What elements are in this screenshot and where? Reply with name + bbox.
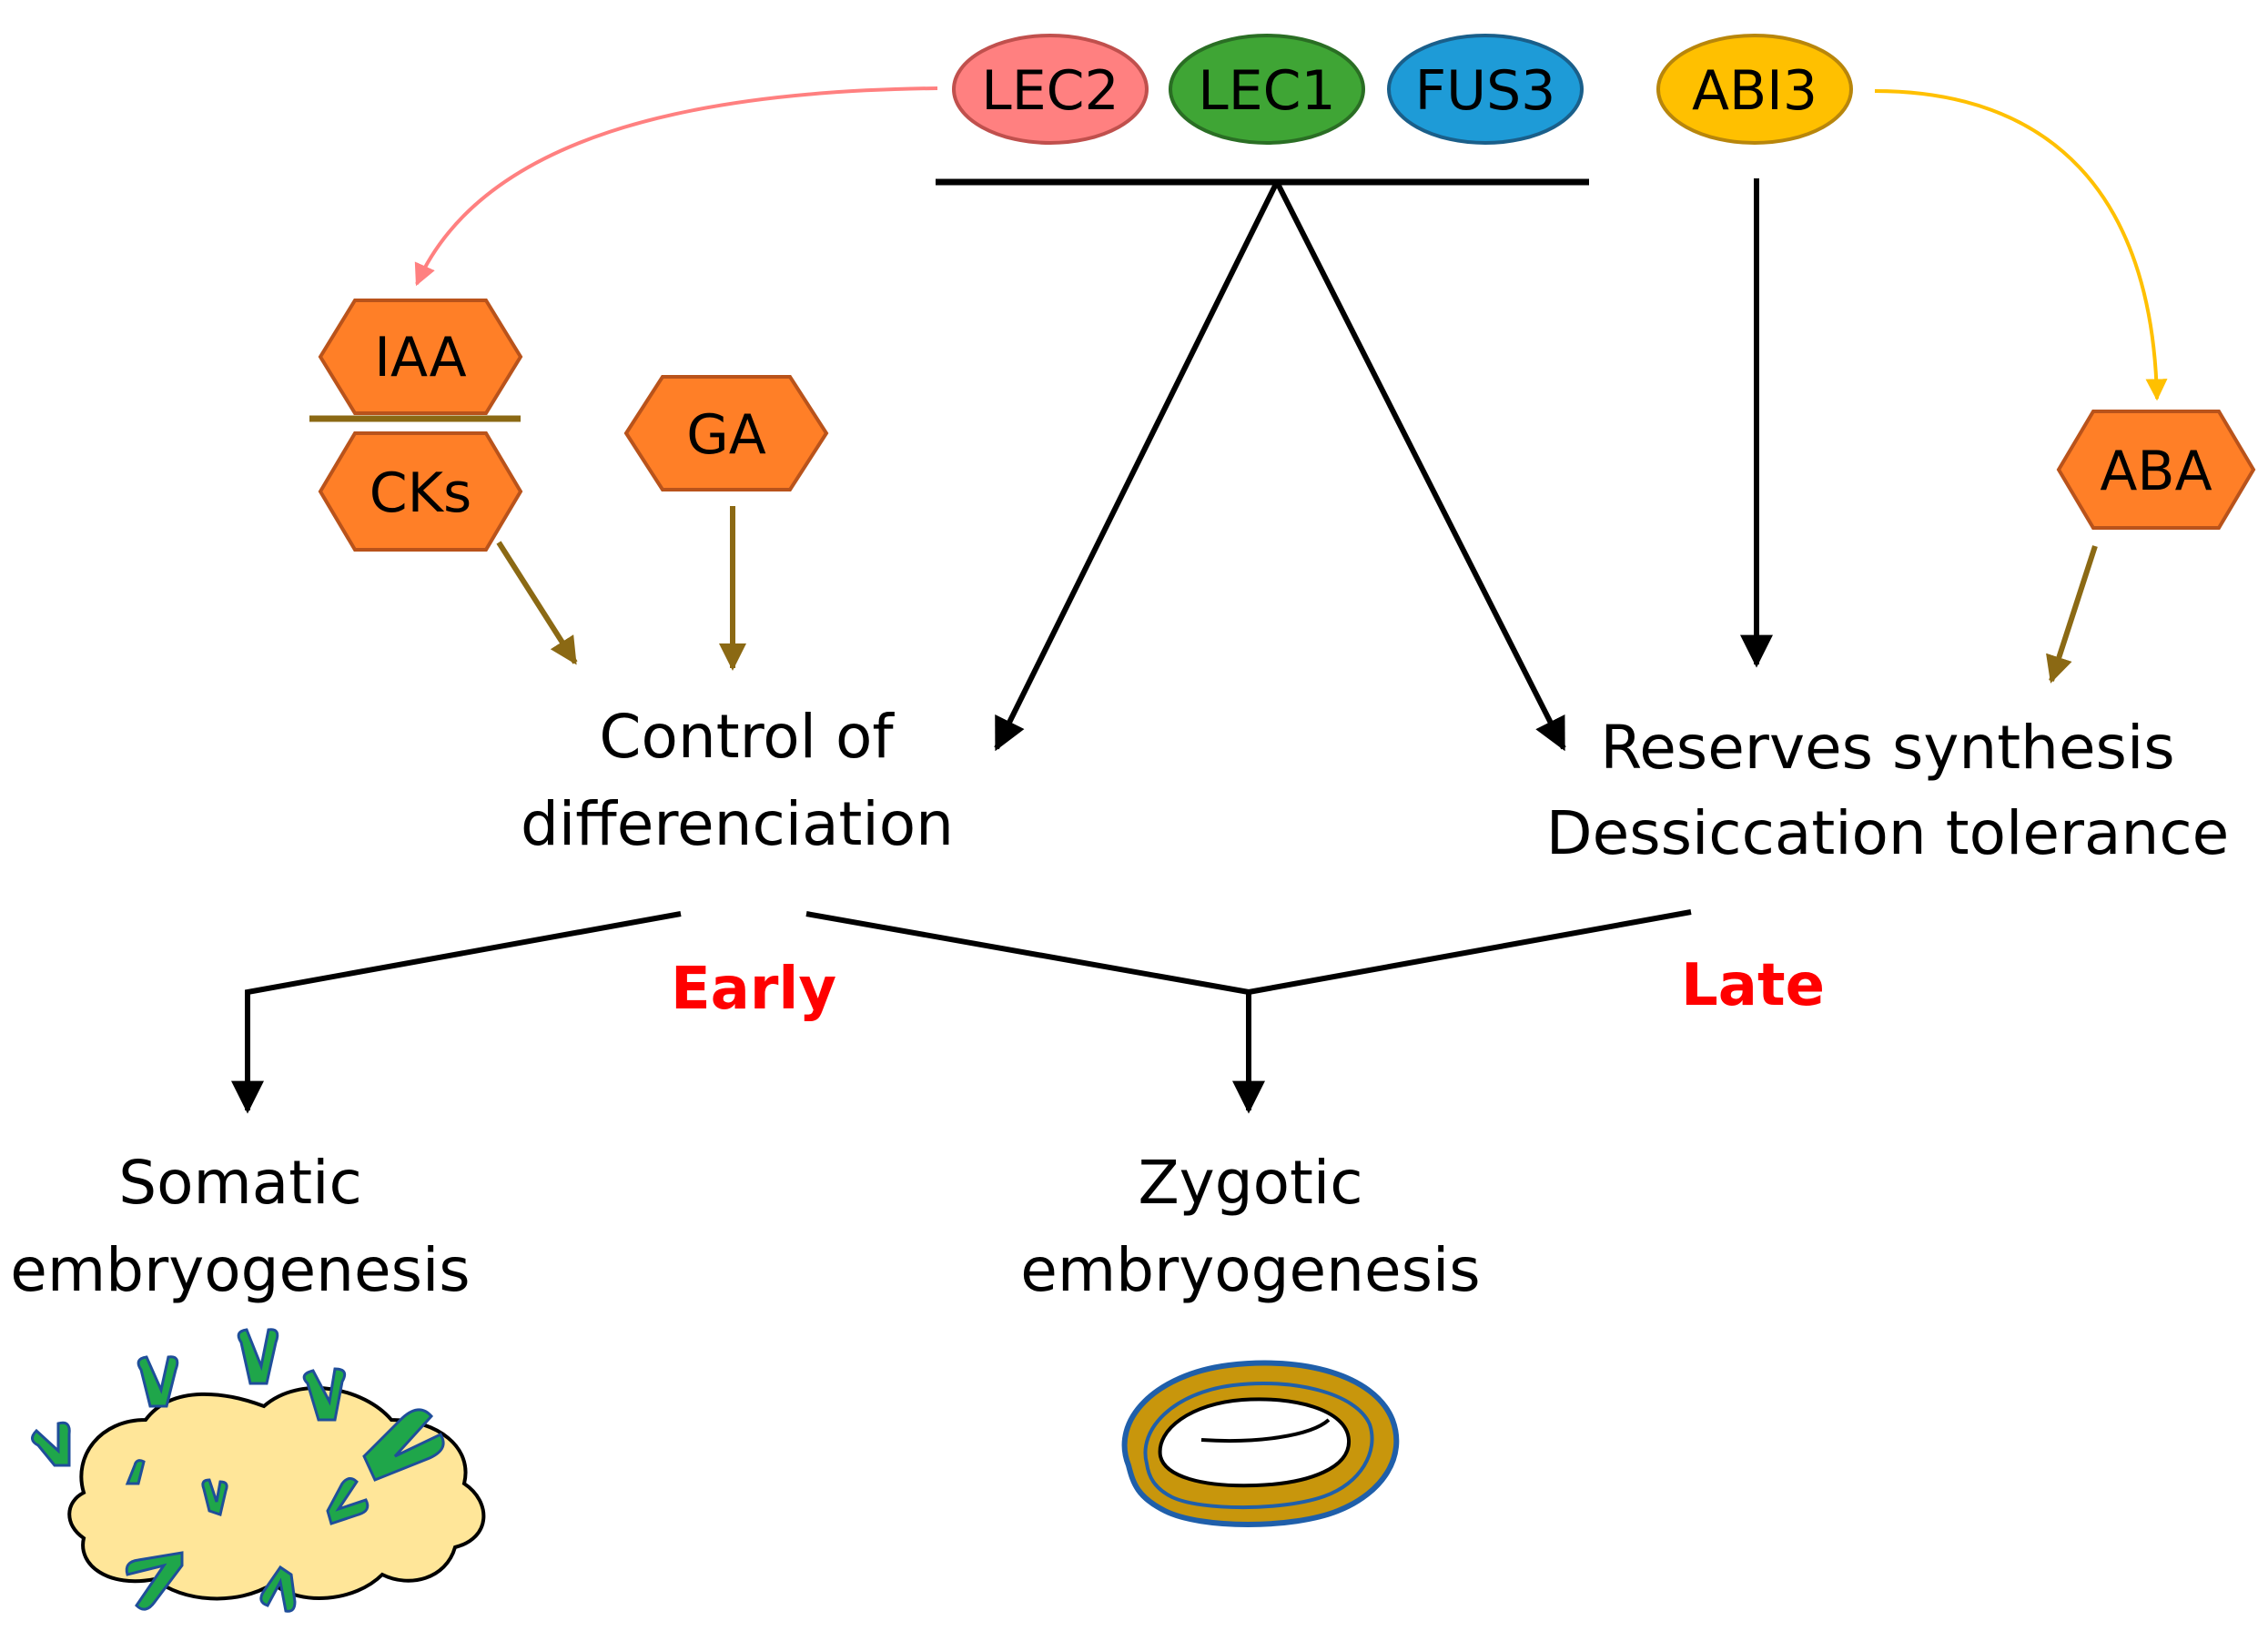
ga-label: GA: [686, 403, 766, 467]
ga-node: GA: [623, 375, 829, 491]
somatic-label-line1: Somatic: [118, 1148, 362, 1218]
fus3-node: FUS3: [1387, 34, 1584, 145]
cks-to-control-arrow: [496, 541, 578, 665]
fus3-shape: [1387, 34, 1584, 145]
reserves-label-line2: Dessiccation tolerance: [1546, 798, 2229, 868]
somatic-label-line2: embryogenesis: [10, 1235, 470, 1305]
lec1-label: LEC1: [1198, 59, 1335, 123]
cks-shape: [318, 431, 523, 552]
somatic-embryo-callus-icon: [31, 1328, 486, 1613]
iaa-label: IAA: [374, 326, 466, 390]
aba-label: ABA: [2100, 440, 2212, 503]
abi3-node: ABI3: [1656, 34, 1853, 145]
control-label-line1: Control of: [599, 702, 895, 772]
aba-node: ABA: [2056, 410, 2256, 530]
lec1-node: LEC1: [1169, 34, 1365, 145]
iaa-node: IAA: [318, 299, 523, 415]
complex-to-control-arrow: [994, 180, 1280, 752]
cks-label: CKs: [370, 461, 472, 525]
abi3-shape: [1656, 34, 1853, 145]
lec2-node: LEC2: [952, 34, 1149, 145]
abi3-label: ABI3: [1692, 59, 1817, 123]
reserves-label-line1: Reserves synthesis: [1600, 713, 2174, 783]
early-right-branch: [805, 911, 1250, 995]
lec2-to-iaa-arrow: [414, 86, 938, 287]
cks-node: CKs: [318, 431, 523, 552]
early-left-branch: [231, 911, 682, 1114]
late-branch: [1248, 909, 1692, 995]
late-label: Late: [1681, 952, 1825, 1019]
early-label: Early: [671, 956, 836, 1023]
aba-to-reserves-arrow: [2046, 545, 2098, 684]
ga-shape: [623, 375, 829, 491]
lec2-label: LEC2: [981, 59, 1119, 123]
aba-shape: [2056, 410, 2256, 530]
abi3-to-aba-arrow: [1874, 89, 2168, 401]
iaa-shape: [318, 299, 523, 415]
fus3-label: FUS3: [1415, 59, 1556, 123]
complex-to-reserves-arrow: [1274, 180, 1566, 752]
control-label-line2: differenciation: [521, 789, 954, 859]
zygotic-seed-icon: [1121, 1360, 1400, 1527]
lec1-shape: [1169, 34, 1365, 145]
lec2-shape: [952, 34, 1149, 145]
zygotic-label-line1: Zygotic: [1138, 1148, 1362, 1218]
zygotic-label-line2: embryogenesis: [1020, 1235, 1480, 1305]
